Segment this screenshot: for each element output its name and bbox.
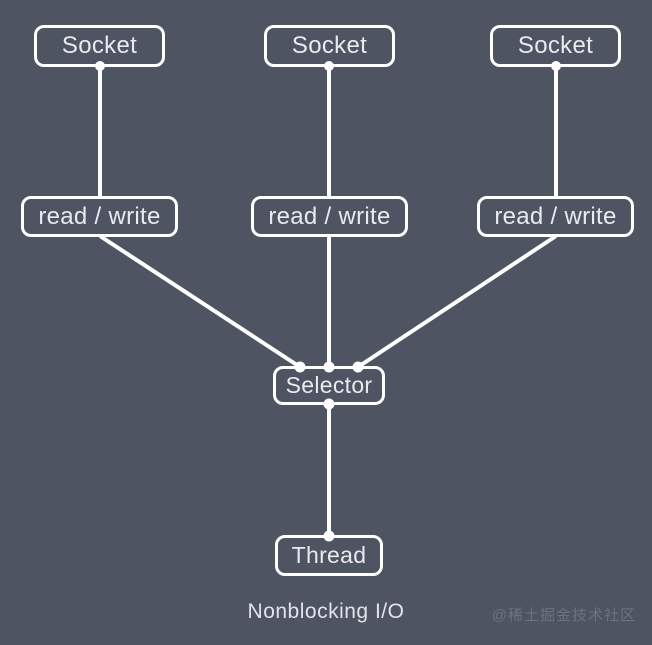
node-read-write-2-label: read / write (268, 202, 391, 230)
node-read-write-1[interactable]: read / write (21, 196, 178, 237)
node-socket-2[interactable]: Socket (264, 25, 395, 67)
node-socket-2-label: Socket (291, 32, 368, 59)
node-selector[interactable]: Selector (273, 366, 385, 405)
node-read-write-1-label: read / write (38, 202, 161, 230)
node-socket-1-label: Socket (61, 32, 138, 59)
node-socket-3-label: Socket (517, 32, 594, 59)
node-thread[interactable]: Thread (275, 535, 383, 576)
node-thread-label: Thread (291, 542, 367, 568)
node-read-write-2[interactable]: read / write (251, 196, 408, 237)
node-selector-label: Selector (285, 372, 373, 398)
edge-readwrite1-selector (98, 234, 302, 369)
node-read-write-3[interactable]: read / write (477, 196, 634, 237)
edge-readwrite3-selector (356, 234, 558, 369)
watermark: @稀土掘金技术社区 (491, 607, 636, 624)
node-socket-3[interactable]: Socket (490, 25, 621, 67)
node-socket-1[interactable]: Socket (34, 25, 165, 67)
node-read-write-3-label: read / write (494, 202, 617, 230)
diagram-caption: Nonblocking I/O (247, 600, 405, 623)
